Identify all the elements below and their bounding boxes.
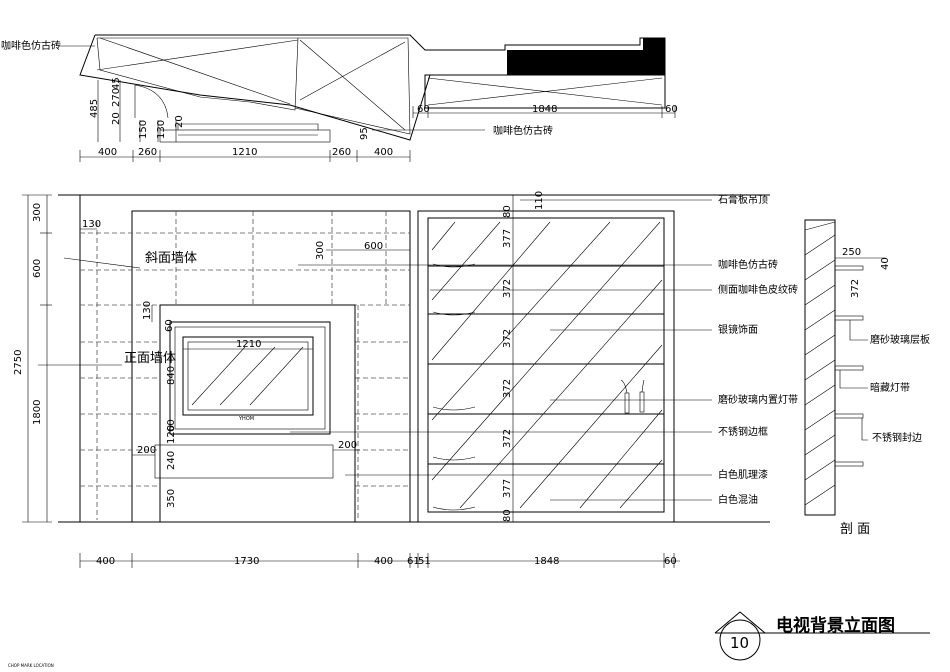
callout-gypsum-ceiling: 石膏板吊顶 — [718, 193, 768, 206]
plan-right-dim-60b: 60 — [665, 104, 678, 115]
plan-bottom-dim-400a: 400 — [98, 147, 117, 158]
sheet-number: 10 — [730, 634, 749, 652]
callout-silver-mirror: 银镜饰面 — [718, 323, 758, 336]
tv-brand: YHOM — [238, 416, 254, 422]
plan-dim-95: 95 — [359, 127, 370, 140]
elev-bottom-dim-61: 61 — [407, 556, 420, 567]
elev-dim-1800: 1800 — [32, 400, 43, 425]
shelf-dim-377-a: 377 — [502, 229, 513, 248]
plan-label-coffee-tile-bottom: 咖啡色仿古砖 — [493, 124, 553, 137]
title-block: 10 电视背景立面图 CHOP MARK LOCATION — [8, 611, 930, 668]
callout-coffee-tile: 咖啡色仿古砖 — [718, 258, 778, 271]
elev-dim-1210: 1210 — [236, 339, 261, 350]
section-label-hidden-light: 暗藏灯带 — [870, 381, 910, 394]
chop-mark-location: CHOP MARK LOCATION — [8, 663, 54, 668]
plan-bottom-dim-260a: 260 — [138, 147, 157, 158]
elev-dim-2750: 2750 — [13, 350, 24, 375]
material-callouts: 石膏板吊顶 咖啡色仿古砖 侧面咖啡色皮纹砖 银镜饰面 磨砂玻璃内置灯带 不锈钢边… — [290, 193, 798, 506]
plan-label-coffee-tile-top: 咖啡色仿古砖 — [1, 39, 61, 52]
elev-dim-130-top: 130 — [82, 219, 101, 230]
elev-dim-300-top: 300 — [315, 241, 326, 260]
plan-dim-20b: 20 — [174, 115, 185, 128]
section-dim-40: 40 — [880, 257, 891, 270]
elev-bottom-dim-51: 51 — [418, 556, 431, 567]
elev-bottom-dim-400a: 400 — [96, 556, 115, 567]
elev-dim-200-b: 200 — [338, 440, 357, 451]
elev-bottom-dim-60: 60 — [664, 556, 677, 567]
callout-steel-frame: 不锈钢边框 — [718, 425, 768, 438]
plan-bottom-dim-400b: 400 — [374, 147, 393, 158]
elev-dim-240: 240 — [166, 451, 177, 470]
glass-shelves — [428, 263, 664, 511]
elev-dim-60-tv: 60 — [164, 319, 175, 332]
shelf-dim-80-bottom: 80 — [502, 509, 513, 522]
elev-dim-120: 120 — [166, 425, 177, 444]
shelf-dim-372-d: 372 — [502, 429, 513, 448]
plan-bottom-dim-1210: 1210 — [232, 147, 257, 158]
label-front-wall: 正面墙体 — [124, 351, 176, 366]
shelf-dim-372-b: 372 — [502, 329, 513, 348]
section-label-frosted-shelf: 磨砂玻璃层板 — [870, 333, 930, 346]
plan-view: 485 20 270 45 150 130 20 95 400 260 1210… — [1, 34, 678, 162]
shelf-dim-372-c: 372 — [502, 379, 513, 398]
shelf-dim-80-top: 80 — [502, 205, 513, 218]
section-label-steel-edge: 不锈钢封边 — [872, 431, 922, 444]
elev-dim-600-top: 600 — [364, 241, 383, 252]
plan-right-dim-1848: 1848 — [532, 104, 557, 115]
elev-bottom-dim-1848: 1848 — [534, 556, 559, 567]
elev-dim-300: 300 — [32, 203, 43, 222]
plan-right-dim-60a: 60 — [417, 104, 430, 115]
plan-dim-150: 150 — [138, 120, 149, 139]
section-view: 250 40 372 磨砂玻璃层板 暗藏灯带 不锈钢封边 剖 面 — [804, 219, 930, 537]
elev-dim-60-lower: 60 — [166, 419, 177, 432]
elev-dim-840: 840 — [166, 366, 177, 385]
tile-grid — [80, 211, 410, 520]
callout-side-leather-tile: 侧面咖啡色皮纹砖 — [718, 283, 798, 296]
callout-white-texture-paint: 白色肌理漆 — [718, 468, 768, 481]
section-dim-372: 372 — [850, 279, 861, 298]
shelf-dim-372-a: 372 — [502, 279, 513, 298]
plan-dim-130: 130 — [156, 120, 167, 139]
elev-bottom-dim-1730: 1730 — [234, 556, 259, 567]
callout-white-paint: 白色混油 — [718, 493, 758, 506]
plan-dim-485: 485 — [89, 99, 100, 118]
shelf-dim-110: 110 — [534, 191, 545, 210]
elev-dim-600: 600 — [32, 259, 43, 278]
elev-dim-200-a: 200 — [137, 445, 156, 456]
section-title: 剖 面 — [840, 522, 870, 537]
main-elevation: YHOM — [13, 191, 770, 568]
plan-dim-45: 45 — [111, 77, 122, 90]
callout-frosted-glass-light: 磨砂玻璃内置灯带 — [718, 393, 798, 406]
plan-bottom-dim-260b: 260 — [332, 147, 351, 158]
plan-dim-20: 20 — [111, 112, 122, 125]
plan-dim-270: 270 — [111, 88, 122, 107]
drawing-title: 电视背景立面图 — [776, 615, 895, 636]
shelf-dim-377-b: 377 — [502, 479, 513, 498]
elev-dim-350: 350 — [166, 489, 177, 508]
elev-bottom-dim-400b: 400 — [374, 556, 393, 567]
elev-dim-130-tv: 130 — [142, 301, 153, 320]
vase-decoration — [620, 379, 645, 414]
label-slant-wall: 斜面墙体 — [145, 251, 197, 266]
section-dim-250: 250 — [842, 247, 861, 258]
